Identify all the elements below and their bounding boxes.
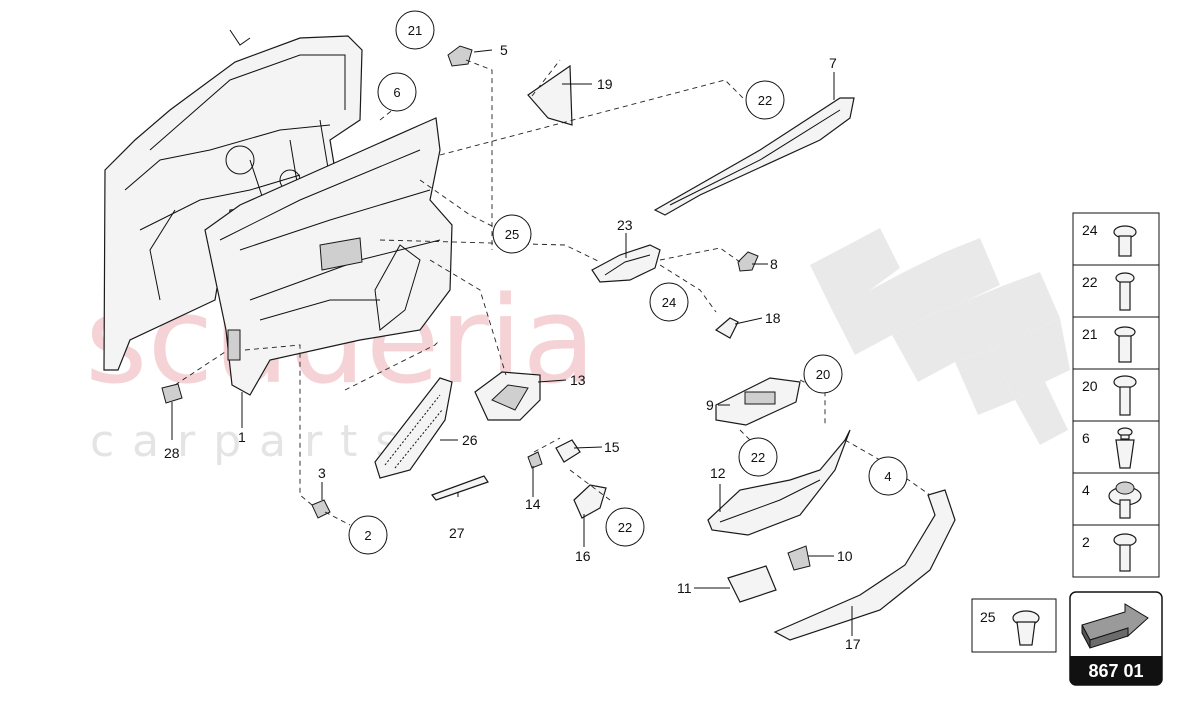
- door-frame: [103, 29, 363, 371]
- svg-text:24: 24: [1082, 222, 1098, 238]
- callout-20: 20: [803, 354, 843, 394]
- diagram-number: 867 01: [1088, 661, 1143, 681]
- screw-icon: [1113, 375, 1137, 416]
- legend-row-21: 21: [1082, 326, 1136, 363]
- part-17-trim: [773, 489, 956, 641]
- screw-icon: [1012, 610, 1040, 646]
- label-19: 19: [597, 76, 613, 92]
- legend-row-24: 24: [1082, 222, 1137, 257]
- label-13: 13: [570, 372, 586, 388]
- part-13-bezel: [474, 371, 541, 421]
- label-23: 23: [617, 217, 633, 233]
- label-14: 14: [525, 496, 541, 512]
- part-12-armrest: [707, 429, 851, 536]
- label-3: 3: [318, 465, 326, 481]
- part-28-switch: [161, 383, 183, 404]
- leader-lines: [171, 49, 853, 636]
- label-7: 7: [829, 55, 837, 71]
- svg-text:20: 20: [1082, 378, 1098, 394]
- label-10: 10: [837, 548, 853, 564]
- door-trim-panel: [204, 117, 453, 396]
- label-12: 12: [710, 465, 726, 481]
- part-10-switch: [787, 545, 811, 571]
- label-5: 5: [500, 42, 508, 58]
- label-8: 8: [770, 256, 778, 272]
- screw-icon: [1115, 272, 1135, 311]
- svg-text:21: 21: [1082, 326, 1098, 342]
- part-19-mirror-cover: [527, 64, 573, 126]
- label-28: 28: [164, 445, 180, 461]
- svg-text:25: 25: [980, 609, 996, 625]
- label-18: 18: [765, 310, 781, 326]
- screw-icon: [1113, 533, 1137, 572]
- svg-text:2: 2: [364, 528, 371, 543]
- label-26: 26: [462, 432, 478, 448]
- watermark-subtext: c a r p a r t s: [90, 416, 400, 467]
- svg-text:2: 2: [1082, 534, 1090, 550]
- svg-text:24: 24: [662, 295, 676, 310]
- part-3-clip: [311, 499, 331, 519]
- clip-icon: [1115, 427, 1135, 469]
- label-17: 17: [845, 636, 861, 652]
- svg-text:22: 22: [751, 450, 765, 465]
- part-27-strip: [431, 475, 489, 501]
- label-15: 15: [604, 439, 620, 455]
- legend-row-4: 4: [1082, 481, 1142, 519]
- svg-text:4: 4: [1082, 482, 1090, 498]
- label-11: 11: [677, 580, 692, 596]
- part-11-switch-block: [727, 565, 777, 603]
- label-9: 9: [706, 397, 714, 413]
- part-23-handle: [591, 244, 661, 283]
- part-8-bracket: [737, 251, 759, 272]
- assembly-lines: [174, 59, 931, 526]
- callout-24: 24: [649, 282, 689, 322]
- label-27: 27: [449, 525, 465, 541]
- svg-text:20: 20: [816, 367, 830, 382]
- svg-text:21: 21: [408, 23, 422, 38]
- svg-text:22: 22: [1082, 274, 1098, 290]
- callout-22-mid: 22: [738, 437, 778, 477]
- label-16: 16: [575, 548, 591, 564]
- svg-text:6: 6: [1082, 430, 1090, 446]
- svg-text:22: 22: [758, 93, 772, 108]
- svg-text:25: 25: [505, 227, 519, 242]
- part-14-switch: [527, 451, 543, 469]
- screw-icon: [1114, 326, 1136, 363]
- legend-row-22: 22: [1082, 272, 1135, 311]
- legend-row-2: 2: [1082, 533, 1137, 572]
- part-16-switch: [573, 484, 607, 519]
- arrow-icon: [1081, 603, 1149, 649]
- callout-21: 21: [395, 10, 435, 50]
- callout-4: 4: [868, 456, 908, 496]
- legend-row-6: 6: [1082, 427, 1135, 469]
- checkered-flag-watermark: [810, 228, 1070, 445]
- part-18-clip: [714, 317, 739, 339]
- callout-6: 6: [377, 72, 417, 112]
- fastener-25-box: 25: [971, 598, 1057, 653]
- part-5-clip: [447, 45, 473, 67]
- svg-text:4: 4: [884, 469, 891, 484]
- svg-text:6: 6: [393, 85, 400, 100]
- label-1: 1: [238, 429, 246, 445]
- grommet-icon: [1108, 481, 1142, 519]
- part-15-switch: [555, 439, 581, 463]
- callout-2: 2: [348, 515, 388, 555]
- callout-22-top: 22: [745, 80, 785, 120]
- part-26-speaker-grille: [374, 377, 453, 479]
- callout-25: 25: [492, 214, 532, 254]
- callout-22-low: 22: [605, 507, 645, 547]
- fastener-legend: 24 22 21 20 6: [1072, 212, 1160, 578]
- part-9-switch-panel: [715, 377, 801, 426]
- part-7-trim-strip: [653, 97, 855, 216]
- diagram-number-box: 867 01: [1069, 591, 1163, 686]
- legend-row-20: 20: [1082, 375, 1137, 416]
- screw-icon: [1113, 225, 1137, 257]
- svg-text:22: 22: [618, 520, 632, 535]
